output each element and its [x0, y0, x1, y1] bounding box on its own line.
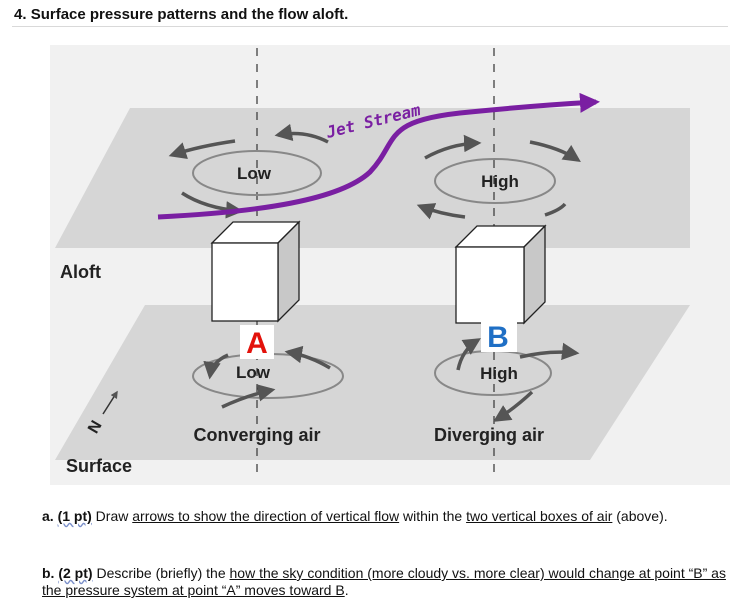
part-a-question: a. (1 pt) Draw arrows to show the direct…	[42, 508, 732, 525]
part-a-text: (above).	[612, 508, 668, 524]
part-b-underlined: how the sky condition (more cloudy vs. m…	[42, 565, 726, 598]
part-b-points: (2 pt)	[58, 565, 93, 581]
upper-high-arrow	[416, 203, 466, 220]
upper-high-ring	[434, 158, 556, 204]
question-number: 4.	[14, 6, 27, 23]
question-title-text: Surface pressure patterns and the flow a…	[30, 6, 349, 23]
part-b-question: b. (2 pt) Describe (briefly) the how the…	[42, 565, 732, 599]
part-b-text: .	[344, 582, 349, 598]
upper-high-label: High	[481, 172, 519, 191]
part-a-text: Draw	[91, 508, 133, 524]
part-b-text: Describe (briefly) the	[92, 565, 230, 581]
part-a-text: within the	[399, 508, 467, 524]
air-column-b[interactable]	[454, 224, 547, 325]
question-title: 4. Surface pressure patterns and the flo…	[14, 6, 348, 23]
point-a-backing	[240, 325, 274, 359]
title-divider	[12, 26, 728, 27]
air-column-a[interactable]	[210, 220, 301, 323]
upper-low-arrow	[274, 123, 329, 144]
converging-air-label: Converging air	[193, 425, 320, 445]
part-a-label: a.	[42, 508, 54, 524]
upper-high-arrow	[529, 140, 581, 162]
surface-high-arrow	[493, 390, 534, 422]
surface-low-arrow	[221, 384, 276, 409]
diverging-air-label: Diverging air	[434, 425, 544, 445]
upper-low-ring	[192, 150, 322, 196]
surface-low-label: Low	[236, 363, 271, 382]
point-b-backing	[481, 320, 517, 352]
upper-high-arrow	[424, 134, 482, 160]
part-b-label: b.	[42, 565, 55, 581]
aloft-label: Aloft	[60, 262, 101, 282]
jet-stream-line	[157, 92, 600, 220]
part-a-points: (1 pt)	[57, 508, 92, 524]
surface-low-arrow	[203, 353, 229, 380]
north-arrow-icon	[102, 390, 118, 415]
point-a-label: A	[246, 327, 268, 360]
pressure-diagram: A B Low High Low High Jet Stream Aloft S…	[50, 45, 730, 485]
point-b-label: B	[487, 321, 509, 354]
part-a-underlined: two vertical boxes of air	[466, 508, 613, 524]
upper-low-arrow	[168, 139, 236, 160]
surface-plane	[55, 305, 690, 460]
surface-label: Surface	[66, 456, 132, 476]
surface-high-arrow	[456, 338, 481, 371]
surface-high-label: High	[480, 364, 518, 383]
part-a-underlined: arrows to show the direction of vertical…	[132, 508, 400, 524]
surface-low-arrow	[284, 345, 331, 370]
upper-low-label: Low	[237, 164, 272, 183]
upper-high-arrow	[544, 202, 567, 217]
surface-high-arrow	[519, 342, 580, 361]
